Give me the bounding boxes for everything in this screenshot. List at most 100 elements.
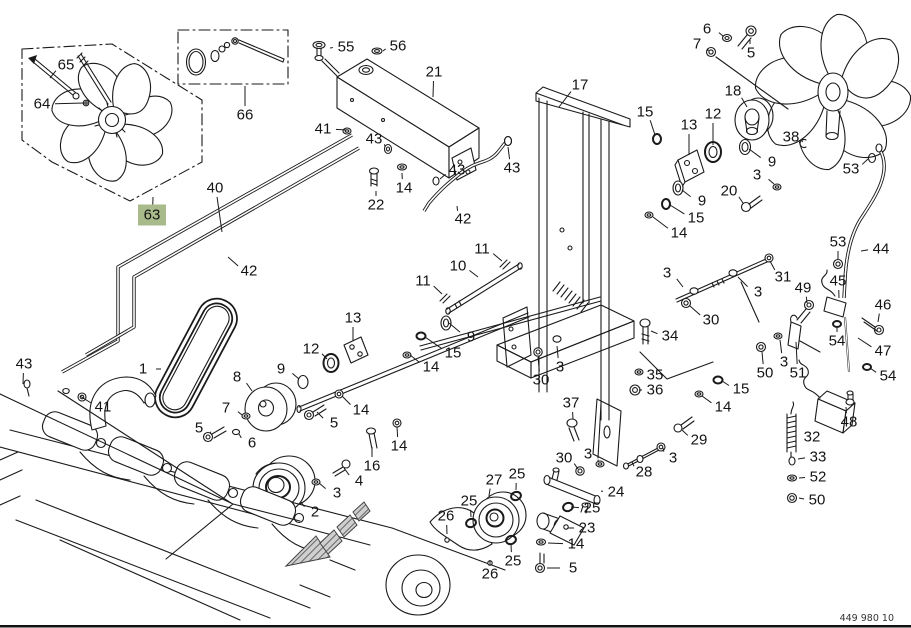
leader-line: [209, 431, 212, 434]
callout-52: 52: [798, 469, 827, 486]
actuator-48: [798, 359, 856, 434]
svg-text:25: 25: [509, 466, 526, 483]
leader-line: [761, 351, 764, 365]
mount-frame-17: [419, 86, 635, 467]
callout-46: 46: [875, 297, 891, 323]
svg-text:53: 53: [843, 161, 860, 178]
leader-line: [343, 467, 350, 476]
svg-text:50: 50: [757, 365, 774, 382]
svg-text:28: 28: [636, 464, 653, 481]
valve-45: [821, 269, 885, 373]
leader-line: [227, 256, 239, 267]
svg-text:3: 3: [780, 354, 788, 371]
svg-text:64: 64: [34, 96, 51, 113]
svg-text:52: 52: [810, 469, 827, 486]
svg-text:63: 63: [144, 207, 161, 224]
svg-text:17: 17: [572, 77, 589, 94]
location-wedge-lines: [0, 390, 301, 560]
leader-line: [768, 178, 775, 185]
svg-text:7: 7: [693, 36, 701, 53]
callout-64: 64: [34, 96, 85, 113]
callout-45: 45: [830, 273, 846, 299]
svg-text:14: 14: [391, 438, 408, 455]
svg-text:42: 42: [241, 263, 258, 280]
svg-text:24: 24: [608, 484, 625, 501]
callout-14: 14: [341, 395, 369, 419]
leader-line: [801, 140, 804, 143]
callout-23: 23: [568, 520, 595, 537]
svg-text:3: 3: [556, 359, 564, 376]
svg-text:66: 66: [237, 107, 254, 124]
callout-25: 25: [505, 544, 521, 570]
callout-14: 14: [652, 216, 687, 242]
svg-text:14: 14: [715, 399, 732, 416]
leader-line: [216, 196, 223, 233]
leader-line: [861, 158, 869, 165]
callout-51: 51: [790, 341, 806, 382]
leader-line: [396, 426, 399, 438]
leader-line: [738, 196, 744, 204]
spring-32-stack: [786, 401, 798, 504]
callout-11: 11: [415, 273, 443, 295]
callout-25: 25: [509, 466, 526, 491]
svg-text:53: 53: [830, 234, 847, 251]
svg-text:1: 1: [139, 361, 147, 378]
leader-line: [857, 337, 872, 348]
svg-text:3: 3: [669, 450, 677, 467]
callout-32: 32: [804, 429, 821, 446]
callout-55: 55: [329, 39, 354, 56]
rod-65: [28, 55, 80, 100]
callout-14: 14: [701, 395, 732, 416]
callout-2: 2: [300, 501, 319, 521]
callout-15: 15: [721, 381, 750, 398]
callout-41: 41: [79, 395, 111, 416]
svg-text:9: 9: [467, 329, 475, 346]
svg-text:21: 21: [426, 64, 443, 81]
svg-text:30: 30: [703, 312, 720, 329]
callout-15: 15: [424, 336, 461, 362]
leader-line: [798, 497, 805, 500]
bracket-51-group: [740, 281, 821, 353]
leader-line: [718, 32, 724, 37]
air-line-44: [832, 143, 886, 299]
callout-16: 16: [364, 447, 380, 475]
svg-text:49: 49: [795, 280, 812, 297]
leader-line: [341, 395, 351, 406]
svg-text:8: 8: [233, 369, 241, 386]
svg-text:9: 9: [698, 193, 706, 210]
callout-13: 13: [345, 310, 361, 341]
svg-text:25: 25: [461, 493, 478, 510]
callout-10: 10: [450, 258, 479, 278]
leader-line: [877, 313, 880, 323]
svg-text:12: 12: [705, 106, 722, 123]
leader-line: [860, 249, 869, 252]
svg-text:30: 30: [533, 372, 550, 389]
callout-3: 3: [662, 447, 677, 467]
callout-25: 25: [461, 493, 478, 518]
callout-30: 30: [689, 305, 720, 329]
svg-text:23: 23: [579, 520, 596, 537]
callout-30: 30: [533, 356, 550, 389]
callout-50: 50: [798, 492, 825, 509]
svg-text:30: 30: [556, 450, 573, 467]
callout-9: 9: [448, 322, 475, 346]
svg-text:14: 14: [568, 536, 585, 553]
svg-text:5: 5: [195, 420, 203, 437]
svg-text:38: 38: [783, 129, 800, 146]
callout-7: 7: [693, 36, 709, 53]
svg-text:22: 22: [368, 197, 385, 214]
idler-rings-25-26: [444, 490, 574, 566]
leader-line: [54, 102, 85, 105]
callout-26: 26: [438, 508, 454, 535]
callout-3: 3: [753, 167, 775, 185]
leader-line: [316, 411, 324, 419]
svg-text:15: 15: [733, 381, 750, 398]
callout-24: 24: [600, 484, 625, 501]
callout-34: 34: [650, 328, 678, 345]
fan-drive-parts: [644, 25, 807, 219]
leader-line: [797, 457, 806, 460]
svg-text:3: 3: [663, 265, 671, 282]
fan-kit-outline: [21, 43, 203, 202]
